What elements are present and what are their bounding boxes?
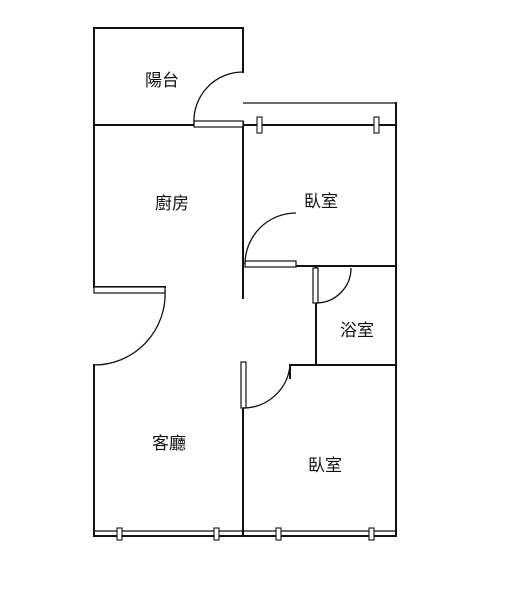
walls xyxy=(93,27,397,537)
room-label-living-room: 客廳 xyxy=(152,434,186,454)
room-labels: 陽台 廚房 臥室 浴室 客廳 臥室 xyxy=(145,71,374,476)
window-marker xyxy=(213,527,220,541)
door-bathroom xyxy=(312,267,352,304)
door-balcony xyxy=(193,71,244,128)
room-label-bedroom-bottom: 臥室 xyxy=(308,456,342,476)
room-label-bedroom-top: 臥室 xyxy=(304,192,338,212)
door-bedroom-top xyxy=(244,212,297,268)
room-label-bathroom: 浴室 xyxy=(340,321,374,341)
window-marker xyxy=(116,527,123,541)
window-marker xyxy=(368,527,375,541)
window-marker xyxy=(275,527,282,541)
door-entrance xyxy=(93,286,166,366)
windows xyxy=(116,116,380,541)
window-marker xyxy=(256,116,263,134)
room-label-balcony: 陽台 xyxy=(145,71,179,91)
window-marker xyxy=(373,116,380,134)
door-bedroom-bottom xyxy=(240,361,291,409)
room-label-kitchen: 廚房 xyxy=(155,193,189,214)
doors xyxy=(93,71,352,409)
